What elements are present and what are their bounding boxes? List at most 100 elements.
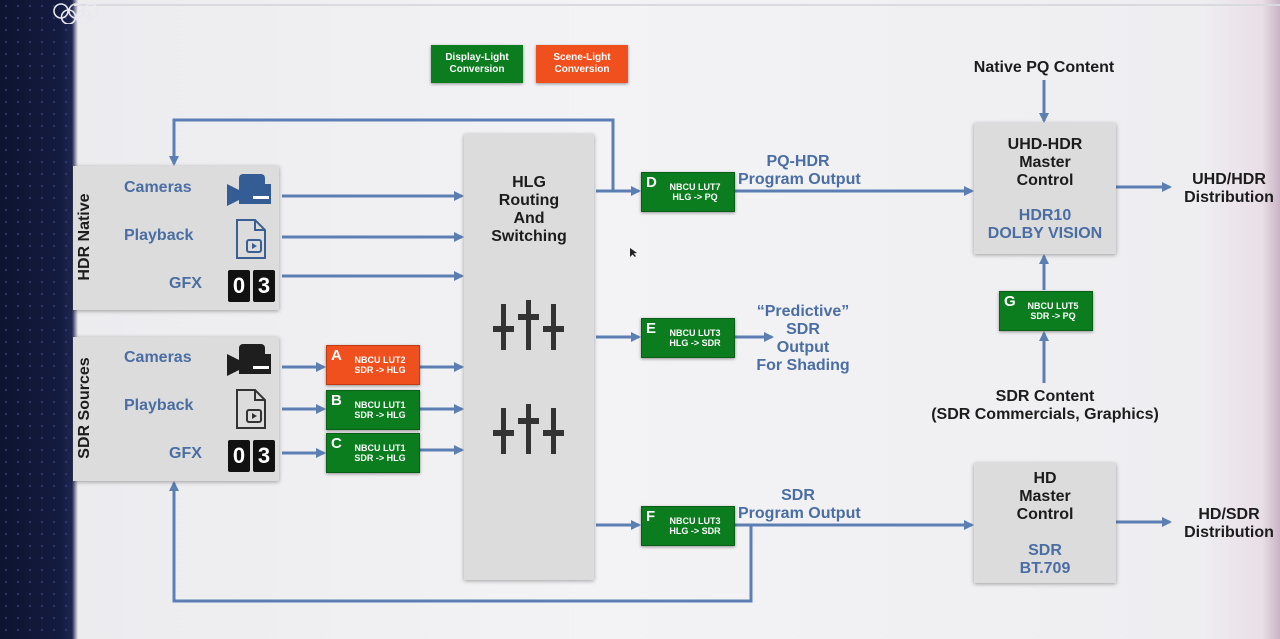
predictive-line: For Shading xyxy=(756,357,850,374)
lut-name: NBCU LUT2 xyxy=(354,355,406,365)
uhd-format-line: DOLBY VISION xyxy=(987,225,1103,242)
mixer-faders-icon xyxy=(493,404,564,454)
lut-conversion: HLG -> SDR xyxy=(669,338,721,348)
lut-letter: A xyxy=(331,347,342,364)
lut-conversion: HLG -> PQ xyxy=(672,192,718,202)
gfx-counter-digit: 0 xyxy=(228,270,250,302)
hd-format-line: BT.709 xyxy=(1019,560,1071,577)
hd-sdr-distribution-label: HD/SDR Distribution xyxy=(1176,506,1280,542)
lut-name: NBCU LUT3 xyxy=(669,516,721,526)
lut-name: NBCU LUT1 xyxy=(354,443,406,453)
top-divider xyxy=(74,4,1280,6)
lut-name: NBCU LUT5 xyxy=(1027,301,1079,311)
hd-distribution-line: Distribution xyxy=(1184,524,1274,541)
sdr-sources-box: SDR Sources Cameras Playback GFX 0 3 xyxy=(73,337,279,481)
hd-master-line: Control xyxy=(1016,506,1074,523)
hd-distribution-line: HD/SDR xyxy=(1198,506,1260,523)
legend-scene-light-text: Scene-Light Conversion xyxy=(553,52,611,75)
gfx-counter-digit: 3 xyxy=(253,440,275,472)
sdr-content-line: SDR Content xyxy=(995,388,1095,405)
gfx-counter-digit: 0 xyxy=(228,440,250,472)
uhd-master-line: Control xyxy=(1016,172,1074,189)
hdr-cameras-label: Cameras xyxy=(124,179,192,196)
hdr-native-box: HDR Native Cameras Playback GFX 0 3 xyxy=(73,166,279,310)
lut-conversion: SDR -> HLG xyxy=(354,410,406,420)
mixer-faders-icon xyxy=(493,300,564,350)
hd-master-control-box: HD Master Control SDR BT.709 xyxy=(974,463,1116,583)
sdr-content-line: (SDR Commercials, Graphics) xyxy=(931,406,1159,423)
uhd-hdr-master-control-box: UHD-HDR Master Control HDR10 DOLBY VISIO… xyxy=(974,123,1116,254)
uhd-distribution-line: Distribution xyxy=(1184,189,1274,206)
uhd-hdr-distribution-label: UHD/HDR Distribution xyxy=(1176,171,1280,207)
sdr-gfx-label: GFX xyxy=(169,445,202,462)
lut-conversion: SDR -> HLG xyxy=(354,365,406,375)
camera-icon xyxy=(227,174,271,206)
lut-conversion: SDR -> HLG xyxy=(354,453,406,463)
playback-file-icon xyxy=(236,389,266,429)
hd-master-line: HD xyxy=(1033,470,1057,487)
sdr-output-line: Program Output xyxy=(738,505,861,522)
uhd-master-line: Master xyxy=(1019,154,1071,171)
lut-letter: G xyxy=(1004,293,1016,310)
router-title-line: Routing xyxy=(498,192,560,209)
hlg-router-box: HLG Routing And Switching xyxy=(464,134,594,580)
legend-display-light-text: Display-Light Conversion xyxy=(445,52,509,75)
uhd-distribution-line: UHD/HDR xyxy=(1192,171,1266,188)
router-title-line: HLG xyxy=(512,174,546,191)
sdr-cameras-label: Cameras xyxy=(124,349,192,366)
camera-icon xyxy=(227,344,271,376)
hdr-playback-label: Playback xyxy=(124,227,194,244)
uhd-format-line: HDR10 xyxy=(1018,207,1072,224)
router-title-line: Switching xyxy=(491,228,567,245)
uhd-master-line: UHD-HDR xyxy=(1007,136,1083,153)
olympic-rings-logo xyxy=(53,3,99,24)
uhd-master-title: UHD-HDR Master Control xyxy=(974,136,1116,190)
predictive-line: “Predictive” xyxy=(756,303,850,320)
lut-letter: D xyxy=(646,174,657,191)
legend-display-light: Display-Light Conversion xyxy=(431,45,523,83)
router-title-line: And xyxy=(513,210,545,227)
background-dot-grid xyxy=(0,0,74,639)
playback-file-icon xyxy=(236,219,266,259)
lut-conversion: SDR -> PQ xyxy=(1030,311,1076,321)
hd-master-title: HD Master Control xyxy=(974,470,1116,524)
predictive-line: SDR xyxy=(786,321,820,338)
uhd-master-formats: HDR10 DOLBY VISION xyxy=(974,207,1116,243)
pq-output-line: Program Output xyxy=(738,171,861,188)
predictive-sdr-label: “Predictive” SDR Output For Shading xyxy=(748,303,858,375)
lut-name: NBCU LUT3 xyxy=(669,328,721,338)
hdr-native-title: HDR Native xyxy=(76,193,93,281)
gfx-counter-icon: 0 3 xyxy=(228,270,276,302)
hdr-gfx-label: GFX xyxy=(169,275,202,292)
native-pq-content-label: Native PQ Content xyxy=(973,59,1115,76)
lut-letter: B xyxy=(331,392,342,409)
sdr-output-line: SDR xyxy=(781,487,815,504)
lut-name: NBCU LUT1 xyxy=(354,400,406,410)
pq-output-line: PQ-HDR xyxy=(766,153,830,170)
lut-letter: E xyxy=(646,320,657,337)
pq-hdr-output-label: PQ-HDR Program Output xyxy=(738,153,861,189)
gfx-counter-icon: 0 3 xyxy=(228,440,276,472)
legend-scene-light: Scene-Light Conversion xyxy=(536,45,628,83)
lut-conversion: HLG -> SDR xyxy=(669,526,721,536)
sdr-playback-label: Playback xyxy=(124,397,194,414)
hd-master-formats: SDR BT.709 xyxy=(974,542,1116,578)
lut-letter: C xyxy=(331,435,342,452)
gfx-counter-digit: 3 xyxy=(253,270,275,302)
lut-letter: F xyxy=(646,508,656,525)
sdr-sources-title: SDR Sources xyxy=(76,357,93,459)
hd-master-line: Master xyxy=(1019,488,1071,505)
sdr-content-label: SDR Content (SDR Commercials, Graphics) xyxy=(925,388,1165,424)
mouse-cursor-icon xyxy=(630,248,637,257)
predictive-line: Output xyxy=(776,339,830,356)
sdr-program-output-label: SDR Program Output xyxy=(738,487,861,523)
router-title: HLG Routing And Switching xyxy=(464,174,594,246)
